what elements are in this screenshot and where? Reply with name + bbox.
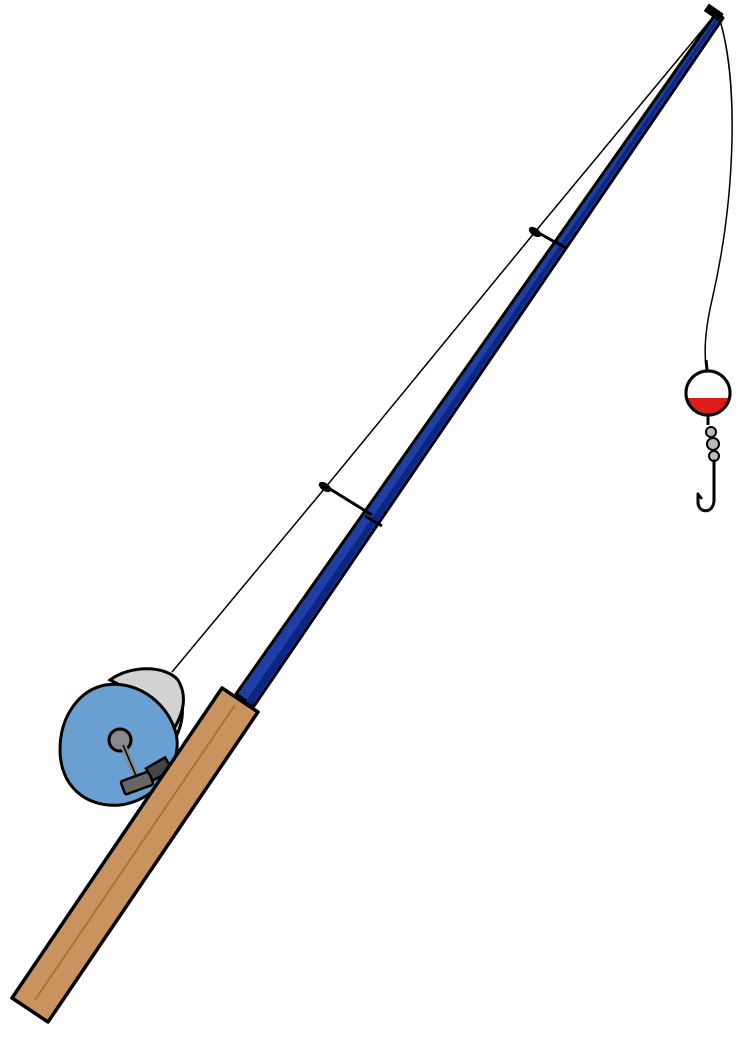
bobber	[684, 359, 732, 425]
rod-guide-lower	[318, 481, 373, 517]
rod-guide-upper	[528, 226, 561, 247]
spincast-reel	[58, 667, 185, 807]
cork-handle	[10, 686, 260, 1024]
fishing-line	[171, 15, 715, 673]
hanging-line	[704, 13, 733, 367]
fishing-hook	[696, 426, 720, 513]
rod-blank	[234, 3, 725, 708]
